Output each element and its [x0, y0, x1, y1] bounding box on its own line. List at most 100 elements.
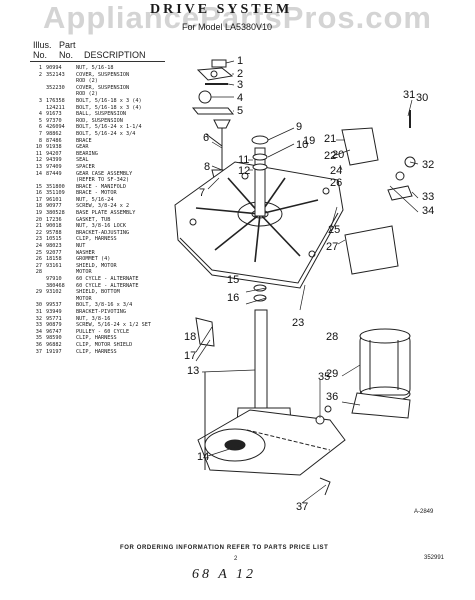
illus-number: 23 [35, 236, 42, 243]
callout-29: 29 [326, 368, 338, 380]
header-rule [30, 61, 165, 62]
leader-lines [195, 60, 419, 504]
part-number: 98862 [46, 130, 62, 137]
illus-number: 18 [35, 203, 42, 210]
illus-number: 24 [35, 243, 42, 250]
part-number: 90994 [46, 65, 62, 71]
illus-number: 3 [38, 97, 42, 104]
manifold-brace-part [195, 317, 215, 347]
callout-27: 27 [326, 241, 338, 253]
part-number: 98023 [46, 243, 62, 250]
part-number: 96101 [46, 196, 62, 203]
callout-11: 11 [238, 154, 249, 166]
illus-number: 2 [38, 71, 42, 78]
part-number [46, 177, 76, 184]
part-description: BALL, SUSPENSION [76, 111, 126, 118]
handwritten-note: 68 A 12 [192, 567, 257, 582]
callout-21: 21 [324, 133, 336, 145]
watermark: AppliancePartsPros.com [43, 0, 432, 35]
illus-number: 22 [35, 229, 42, 236]
suspension-cover-part [196, 67, 234, 81]
part-description: CLIP, MOTOR SHIELD [76, 341, 133, 348]
part-number [46, 91, 76, 98]
part-description: ROD (2) [76, 78, 98, 85]
part-description: BOLT, 5/16-24 x 1-1/4 [76, 124, 142, 131]
part-description: BOLT, 3/8-16 x 3/4 [76, 302, 133, 309]
illus-number [30, 296, 46, 303]
illus-number: 13 [35, 163, 42, 170]
callout-17: 17 [184, 350, 196, 362]
part-number: 93949 [46, 308, 62, 315]
part-description: 60 CYCLE - ALTERNATE [76, 282, 139, 289]
part-number: 19197 [46, 348, 62, 355]
part-number: 17236 [46, 216, 62, 223]
part-number: 351800 [46, 183, 65, 190]
part-description: BOLT, 5/16-24 x 3/4 [76, 130, 136, 137]
part-number: 95788 [46, 229, 62, 236]
callout-5: 5 [237, 105, 243, 117]
part-description: NUT, 3/8-16 [76, 315, 111, 322]
illus-number [30, 177, 46, 184]
motor [359, 328, 411, 402]
header-illus: Illus. [33, 40, 52, 50]
page-title: DRIVE SYSTEM [150, 2, 293, 17]
adjusting-bracket [341, 110, 416, 201]
illus-number: 6 [38, 124, 42, 131]
illus-number: 8 [38, 137, 42, 144]
belt-drive [197, 372, 346, 476]
illus-number: 7 [38, 130, 42, 137]
parts-list-row: 22 95788 BRACKET-ADJUSTING [30, 230, 170, 237]
header-no-1: No. [33, 50, 48, 60]
header-description: DESCRIPTION [84, 50, 146, 60]
part-number: 352143 [46, 71, 65, 78]
part-number: 99537 [46, 302, 62, 309]
header-no-2: No. [59, 50, 74, 60]
part-description: BRACKET-ADJUSTING [76, 229, 130, 236]
part-number: 95771 [46, 315, 62, 322]
illus-number [30, 85, 46, 92]
center-shaft [251, 135, 269, 217]
part-description: BASE PLATE ASSEMBLY [76, 210, 136, 217]
document-code: 352991 [424, 555, 445, 561]
illus-number: 33 [35, 322, 42, 329]
parts-list-row: ROD (2) [30, 78, 170, 85]
illus-number: 25 [35, 249, 42, 256]
figure-code: A-2849 [414, 509, 434, 515]
part-number: 18158 [46, 256, 62, 263]
illus-number: 11 [35, 150, 42, 157]
part-number [46, 78, 76, 85]
callout-12: 12 [238, 165, 250, 177]
callout-19: 19 [303, 135, 315, 147]
parts-list-row: 2 352143 COVER, SUSPENSION [30, 72, 170, 79]
part-description: WASHER [76, 249, 95, 256]
callout-2: 2 [237, 68, 243, 80]
illus-number: 21 [35, 223, 42, 230]
part-description: CLIP, HARNESS [76, 335, 117, 342]
callout-28: 28 [326, 331, 338, 343]
callout-1: 1 [237, 55, 243, 67]
part-number: 91938 [46, 144, 62, 151]
callout-31: 31 [403, 89, 415, 101]
part-description: COVER, SUSPENSION [76, 71, 130, 78]
illus-number: 14 [35, 170, 42, 177]
callout-3: 3 [237, 79, 243, 91]
part-number: 90879 [46, 322, 62, 329]
part-number: 380528 [46, 210, 65, 217]
callout-14: 14 [197, 451, 209, 463]
part-description: SEAL [76, 157, 89, 164]
part-description: PULLEY - 60 CYCLE [76, 328, 130, 335]
